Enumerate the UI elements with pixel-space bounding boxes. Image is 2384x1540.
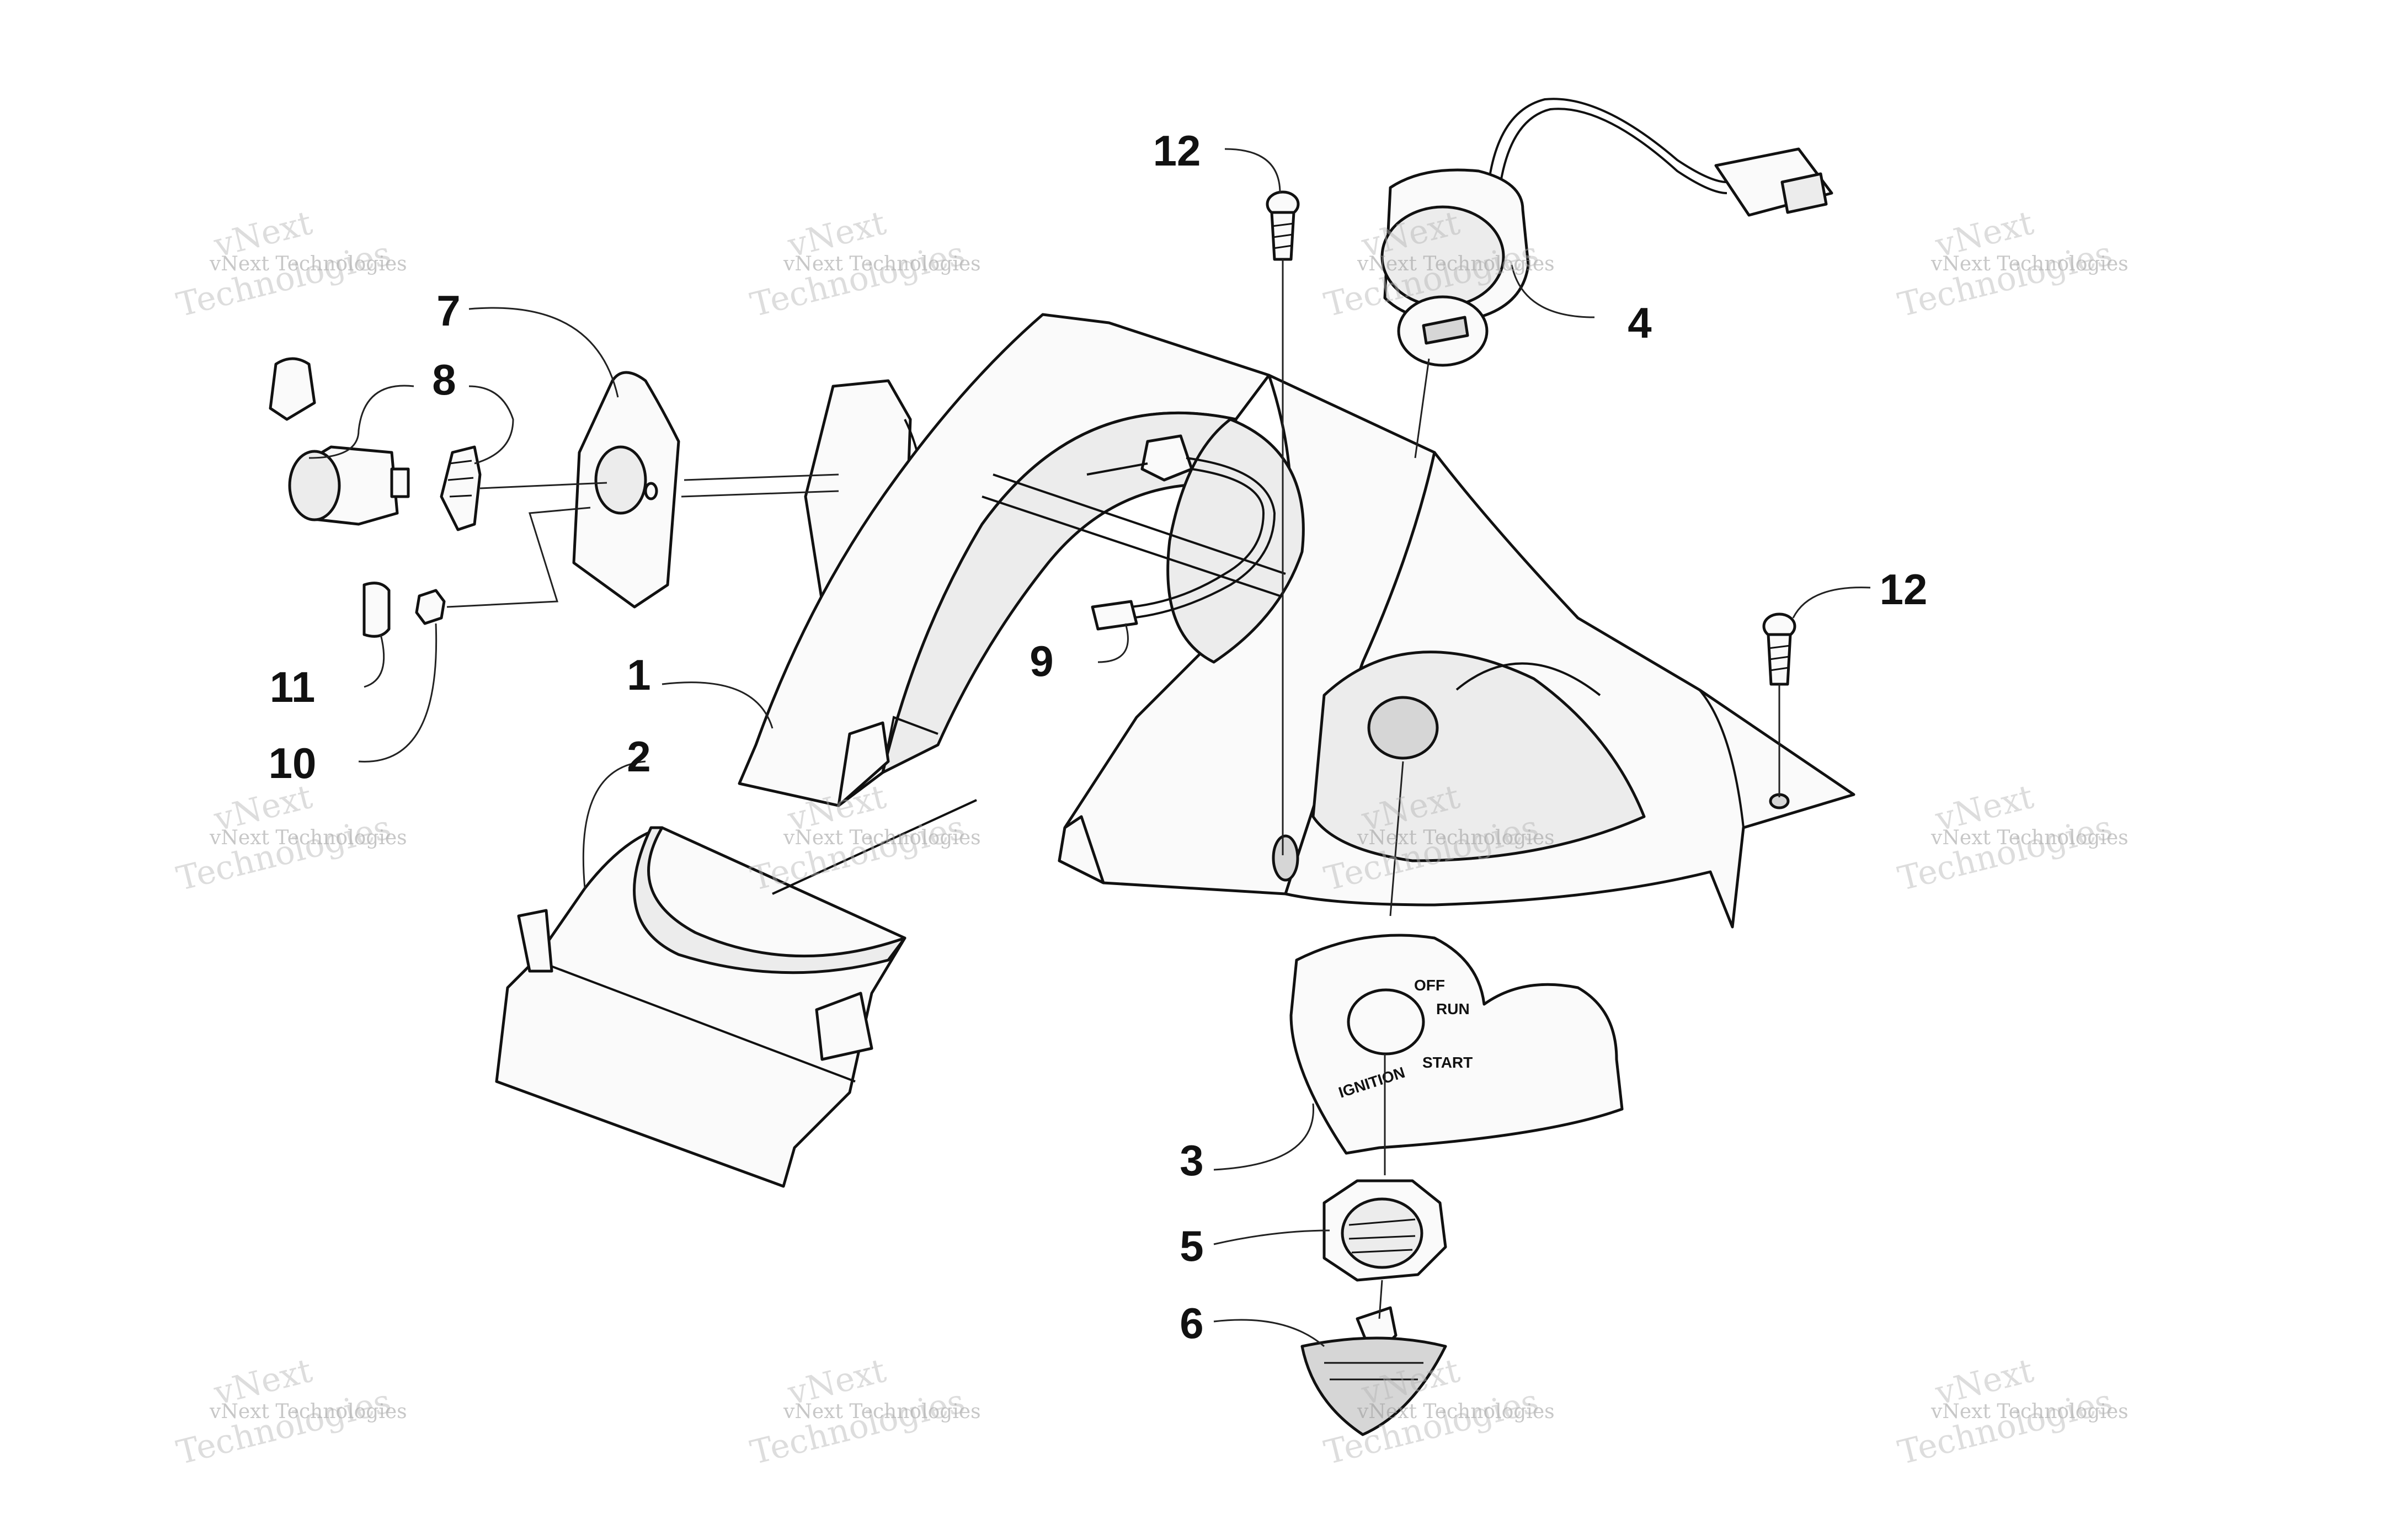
- gasket-plate: [572, 371, 680, 609]
- watermark: vNext Technologies Technologies vNext: [173, 204, 407, 325]
- callout-2: 2: [627, 732, 650, 781]
- callout-leaders: [308, 148, 1871, 1347]
- callout-5: 5: [1180, 1222, 1203, 1270]
- callout-12-right: 12: [1880, 565, 1928, 614]
- svg-text:vNext Technologies: vNext Technologies: [1357, 827, 1555, 849]
- wire-harness: [1086, 434, 1276, 631]
- callout-6: 6: [1180, 1299, 1203, 1347]
- callout-8: 8: [432, 355, 456, 404]
- callout-3: 3: [1180, 1136, 1203, 1185]
- svg-text:vNext Technologies: vNext Technologies: [783, 1400, 981, 1423]
- decal-run-text: RUN: [1436, 1000, 1470, 1017]
- callout-1: 1: [627, 651, 650, 699]
- assembly-axis-line: [772, 799, 977, 895]
- watermark: vNext Technologies Technologies vNext: [173, 1351, 407, 1473]
- assembly-lines: [446, 358, 1430, 1319]
- callout-12-upper: 12: [1153, 126, 1201, 175]
- callout-11: 11: [270, 663, 315, 711]
- accessory-outlet: [269, 357, 482, 531]
- decal-start-text: START: [1422, 1054, 1473, 1071]
- callout-9: 9: [1030, 637, 1053, 685]
- callout-10: 10: [269, 739, 317, 787]
- svg-text:vNext Technologies: vNext Technologies: [1930, 253, 2129, 275]
- ignition-switch: [1380, 98, 1833, 367]
- callout-labels: 1 2 3 4 5 6 7 8 9 10 11 12 12: [269, 126, 1928, 1347]
- svg-text:vNext Technologies: vNext Technologies: [783, 253, 981, 275]
- console-housing: [738, 313, 1855, 929]
- cap-and-nut: [362, 582, 446, 638]
- callout-7: 7: [436, 286, 460, 335]
- watermark: vNext Technologies Technologies vNext: [1894, 777, 2128, 899]
- decal-off-text: OFF: [1414, 977, 1445, 994]
- lower-cover-panel: [495, 826, 906, 1188]
- screw-right: [1762, 612, 1796, 797]
- watermark: vNext Technologies Technologies vNext: [746, 204, 980, 325]
- svg-text:vNext Technologies: vNext Technologies: [1357, 253, 1555, 275]
- svg-text:vNext Technologies: vNext Technologies: [1930, 1400, 2129, 1423]
- callout-4: 4: [1628, 299, 1651, 347]
- svg-text:vNext Technologies: vNext Technologies: [209, 1400, 407, 1423]
- watermark: vNext Technologies Technologies vNext: [746, 1351, 980, 1473]
- screw-upper: [1266, 190, 1300, 855]
- watermark: vNext Technologies Technologies vNext: [1894, 204, 2128, 325]
- svg-text:vNext Technologies: vNext Technologies: [209, 253, 407, 275]
- watermark: vNext Technologies Technologies vNext: [1894, 1351, 2128, 1473]
- ignition-key: [1300, 1306, 1447, 1436]
- svg-text:vNext Technologies: vNext Technologies: [783, 827, 981, 849]
- ignition-decal: OFF RUN START IGNITION: [1289, 934, 1624, 1155]
- watermark: vNext Technologies Technologies vNext: [173, 777, 407, 899]
- svg-text:vNext Technologies: vNext Technologies: [1930, 827, 2129, 849]
- watermark: vNext Technologies Technologies vNext: [746, 777, 980, 899]
- svg-text:vNext Technologies: vNext Technologies: [209, 827, 407, 849]
- retaining-nut: [1322, 1179, 1447, 1282]
- svg-text:vNext Technologies: vNext Technologies: [1357, 1400, 1555, 1423]
